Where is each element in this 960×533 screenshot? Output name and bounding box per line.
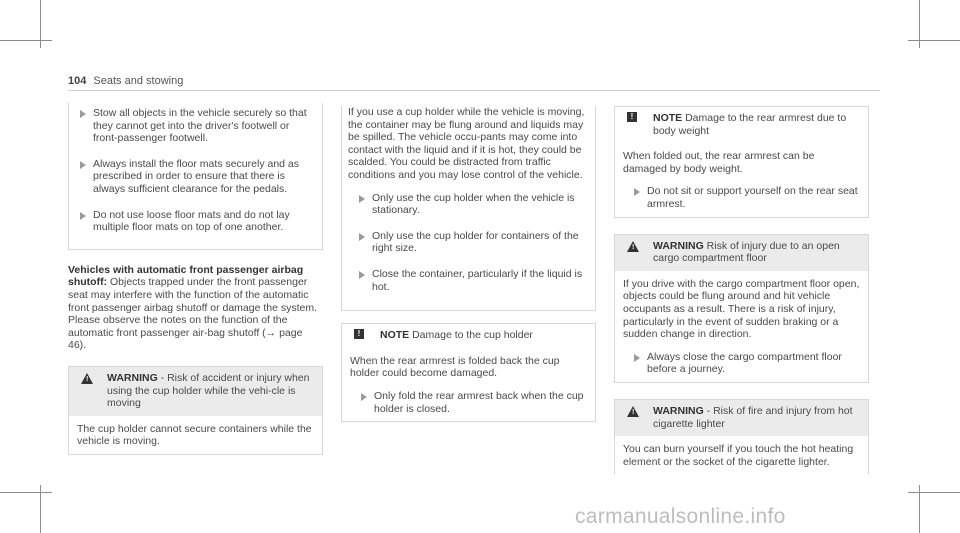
arrow-icon	[359, 232, 365, 241]
column-3: ! NOTE Damage to the rear armrest due to…	[614, 106, 869, 475]
crop-mark	[919, 485, 920, 533]
note-box: ! NOTE Damage to the rear armrest due to…	[614, 106, 869, 218]
arrow-icon	[361, 392, 367, 401]
warning-header: ! WARNING - Risk of fire and injury from…	[615, 399, 868, 437]
list-item: Do not use loose floor mats and do not l…	[69, 209, 316, 234]
arrow-icon	[359, 194, 365, 203]
page-number: 104	[68, 75, 87, 87]
page-header: 104 Seats and stowing	[68, 75, 183, 87]
warning-title: Risk of injury due to an open cargo comp…	[653, 239, 840, 265]
note-box: ! NOTE Damage to the cup holder When the…	[341, 323, 596, 423]
warning-icon: !	[627, 405, 639, 417]
header-rule	[68, 90, 880, 91]
airbag-section: Vehicles with automatic front passenger …	[68, 264, 323, 352]
arrow-icon	[80, 211, 86, 220]
arrow-icon	[359, 270, 365, 279]
crop-mark	[908, 492, 960, 493]
cup-holder-box: If you use a cup holder while the vehicl…	[341, 106, 596, 312]
warning-icon: !	[627, 240, 639, 252]
list-item: Always close the cargo compartment floor…	[623, 351, 860, 376]
column-1: Stow all objects in the vehicle securely…	[68, 103, 323, 455]
crop-mark	[40, 0, 41, 48]
warning-icon: !	[81, 372, 93, 384]
arrow-icon	[634, 188, 640, 197]
watermark: carmanualsonline.info	[575, 505, 786, 528]
note-icon: !	[354, 329, 364, 340]
warning-box: ! WARNING - Risk of fire and injury from…	[614, 398, 869, 475]
note-header: ! NOTE Damage to the cup holder	[342, 324, 595, 348]
arrow-icon	[80, 110, 86, 118]
list-item: Close the container, particularly if the…	[348, 268, 589, 293]
crop-mark	[0, 492, 52, 493]
list-item: Only use the cup holder when the vehicle…	[348, 192, 589, 217]
arrow-icon	[80, 160, 86, 169]
crop-mark	[0, 40, 52, 41]
warning-header: ! WARNING Risk of injury due to an open …	[615, 234, 868, 271]
note-body: When the rear armrest is folded back the…	[342, 348, 595, 421]
warning-body: If you drive with the cargo compartment …	[623, 277, 860, 376]
warning-label: WARNING	[107, 371, 158, 384]
note-title: Damage to the rear armrest due to body w…	[653, 112, 847, 137]
list-item: Do not sit or support yourself on the re…	[623, 185, 860, 210]
crop-mark	[919, 0, 920, 48]
note-body: When folded out, the rear armrest can be…	[615, 143, 868, 216]
list-item: Always install the floor mats securely a…	[69, 158, 316, 196]
cup-holder-intro: If you use a cup holder while the vehicl…	[348, 106, 585, 181]
warning-label: WARNING	[653, 404, 704, 417]
section-text: Objects trapped under the front passenge…	[68, 276, 318, 352]
note-title: Damage to the cup holder	[412, 329, 533, 342]
crop-mark	[908, 40, 960, 41]
bullet-box: Stow all objects in the vehicle securely…	[68, 103, 323, 250]
note-header: ! NOTE Damage to the rear armrest due to…	[615, 107, 868, 144]
section-title: Vehicles with automatic front passenger …	[68, 263, 304, 289]
warning-title: - Risk of fire and injury from hot cigar…	[653, 404, 853, 430]
list-item: Only use the cup holder for containers o…	[348, 230, 589, 255]
note-label: NOTE	[653, 112, 683, 124]
list-item: Stow all objects in the vehicle securely…	[69, 107, 316, 145]
note-label: NOTE	[380, 329, 410, 342]
list-item: Only fold the rear armrest back when the…	[350, 390, 587, 415]
warning-body: The cup holder cannot secure containers …	[77, 422, 312, 448]
warning-body: You can burn yourself if you touch the h…	[623, 443, 854, 468]
warning-box: ! WARNING - Risk of accident or injury w…	[68, 365, 323, 455]
warning-header: ! WARNING - Risk of accident or injury w…	[69, 366, 322, 416]
arrow-icon	[634, 353, 640, 362]
warning-box: ! WARNING Risk of injury due to an open …	[614, 233, 869, 383]
section-name: Seats and stowing	[93, 75, 184, 87]
crop-mark	[40, 485, 41, 533]
warning-label: WARNING	[653, 239, 704, 252]
column-2: If you use a cup holder while the vehicl…	[341, 106, 596, 423]
note-icon: !	[627, 112, 637, 122]
warning-title: - Risk of accident or injury when using …	[107, 371, 310, 410]
